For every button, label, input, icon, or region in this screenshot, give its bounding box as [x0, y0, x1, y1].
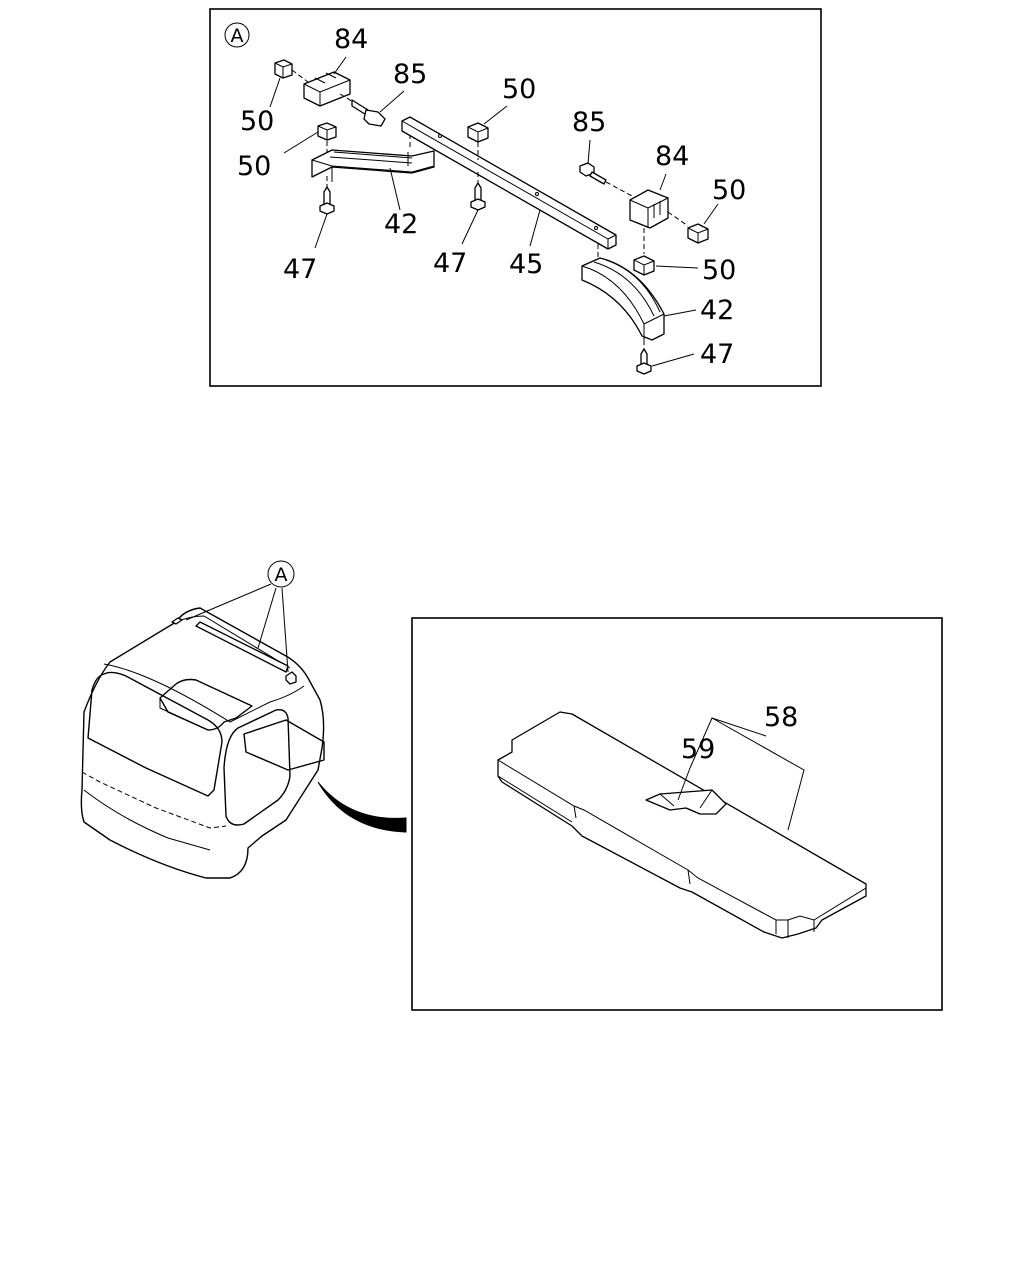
- callout-85-left: 85: [393, 59, 427, 90]
- tray-58: [497, 711, 867, 939]
- cab-overview: A: [80, 560, 407, 879]
- detail-a-panel: A: [209, 8, 822, 387]
- leader-lines-lower: [677, 717, 805, 831]
- screw-47-left: [319, 186, 335, 215]
- callout-45: 45: [509, 249, 543, 280]
- screw-47-center: [470, 182, 486, 211]
- callout-47-left: 47: [283, 254, 317, 285]
- callout-58: 58: [764, 702, 798, 733]
- callout-42-right: 42: [700, 295, 734, 326]
- cab-roof-rail: [195, 621, 289, 673]
- bracket-84-right: [629, 189, 669, 229]
- leader-lines-detail-a: [269, 56, 719, 367]
- detail-a-frame: [209, 8, 822, 387]
- callout-50-center: 50: [502, 74, 536, 105]
- callout-50-left-lower: 50: [237, 151, 271, 182]
- clip-50-left-lower: [317, 122, 337, 141]
- callout-85-right: 85: [572, 107, 606, 138]
- clip-50-right-lower: [633, 255, 655, 276]
- clip-50-center: [467, 122, 489, 143]
- duct-42-left: [311, 149, 435, 182]
- cab-roof-console: [159, 678, 253, 731]
- cab-rear-shelf: [243, 719, 325, 771]
- callout-50-right-upper: 50: [712, 175, 746, 206]
- callout-42-left: 42: [384, 209, 418, 240]
- callout-84-right: 84: [655, 141, 689, 172]
- detail-lower-frame: [411, 617, 943, 1011]
- callout-84-left: 84: [334, 24, 368, 55]
- bracket-84-left: [303, 71, 351, 107]
- detail-pointer-arrow: [317, 781, 407, 833]
- rail-45: [401, 116, 617, 250]
- cab-windshield: [87, 671, 223, 797]
- callout-47-center: 47: [433, 248, 467, 279]
- screw-85-left: [351, 99, 386, 127]
- duct-42-right: [581, 257, 665, 341]
- cab-body-outline: [80, 607, 325, 879]
- detail-a-marker-circle: [224, 22, 250, 48]
- clip-50-right-upper: [687, 223, 709, 244]
- callout-59: 59: [681, 734, 715, 765]
- callout-47-right: 47: [700, 339, 734, 370]
- cab-ref-circle: [267, 560, 295, 588]
- detail-lower-panel: 58 59: [411, 617, 943, 1011]
- screw-85-right: [579, 162, 607, 185]
- screw-47-right: [636, 348, 652, 375]
- callout-50-left-top: 50: [240, 106, 274, 137]
- callout-50-right-lower: 50: [702, 255, 736, 286]
- cab-side-window: [223, 708, 291, 826]
- pad-59: [645, 789, 727, 815]
- clip-50-left-top: [274, 59, 293, 79]
- detail-a-marker: A: [231, 25, 244, 47]
- cab-ref-marker: A: [275, 564, 288, 586]
